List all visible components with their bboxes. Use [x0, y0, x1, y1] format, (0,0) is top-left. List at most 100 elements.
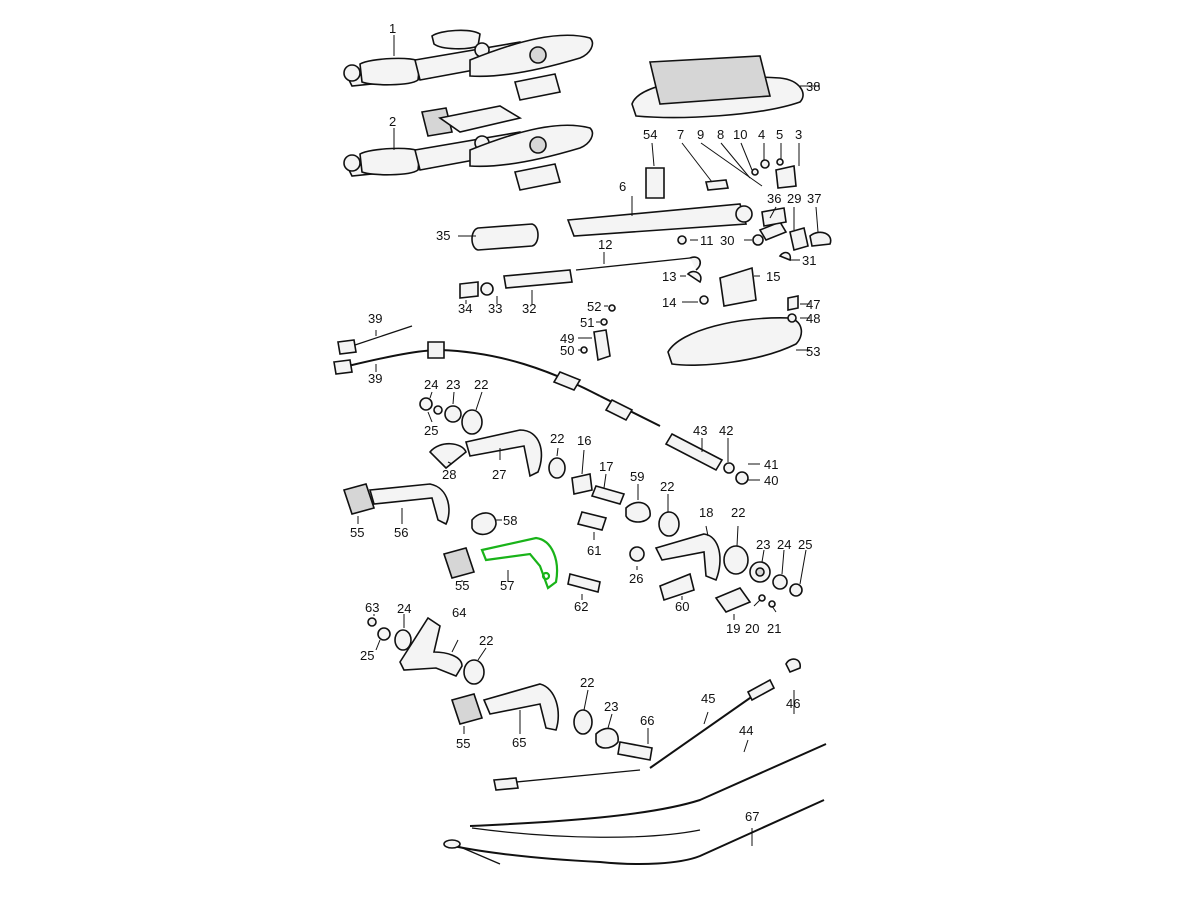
callout-2: 2: [389, 114, 396, 129]
callout-61: 61: [587, 543, 601, 558]
callout-55a: 55: [350, 525, 364, 540]
callout-6: 6: [619, 179, 626, 194]
callout-29: 29: [787, 191, 801, 206]
callout-66: 66: [640, 713, 654, 728]
callout-21: 21: [767, 621, 781, 636]
callout-51: 51: [580, 315, 594, 330]
callout-58: 58: [503, 513, 517, 528]
callout-16: 16: [577, 433, 591, 448]
handbrake-lever-assembly-1: [343, 29, 594, 101]
callout-22a: 22: [474, 377, 488, 392]
lever-cover: [667, 295, 810, 366]
callout-8: 8: [717, 127, 724, 142]
callout-45: 45: [701, 691, 715, 706]
callout-59: 59: [630, 469, 644, 484]
callout-22d: 22: [731, 505, 745, 520]
callout-24b: 24: [777, 537, 791, 552]
callout-24c: 24: [397, 601, 411, 616]
handle-grip: [458, 223, 539, 251]
callout-4: 4: [758, 127, 765, 142]
callout-36: 36: [767, 191, 781, 206]
callout-28: 28: [442, 467, 456, 482]
lever-18-group: [654, 525, 807, 620]
callout-3: 3: [795, 127, 802, 142]
callout-22f: 22: [580, 675, 594, 690]
callout-5: 5: [776, 127, 783, 142]
callout-23b: 23: [756, 537, 770, 552]
callout-43: 43: [693, 423, 707, 438]
callout-1: 1: [389, 21, 396, 36]
rear-cables-group: [443, 658, 827, 865]
callout-49: 49: [560, 331, 574, 346]
callout-38: 38: [806, 79, 820, 94]
callout-9: 9: [697, 127, 704, 142]
callout-47: 47: [806, 297, 820, 312]
callout-65: 65: [512, 735, 526, 750]
callout-25a: 25: [424, 423, 438, 438]
lever-boot: [631, 55, 820, 119]
callout-53: 53: [806, 344, 820, 359]
callout-55b: 55: [455, 578, 469, 593]
callout-17: 17: [599, 459, 613, 474]
brake-cable-group: [333, 325, 760, 485]
callout-14: 14: [662, 295, 676, 310]
lever-tube-group: [566, 142, 832, 262]
callout-10: 10: [733, 127, 747, 142]
handbrake-lever-assembly-2: [343, 105, 594, 191]
pushrod-group: [459, 252, 760, 307]
callout-56: 56: [394, 525, 408, 540]
callout-23a: 23: [446, 377, 460, 392]
callout-31: 31: [802, 253, 816, 268]
callout-22b: 22: [550, 431, 564, 446]
callout-23c: 23: [604, 699, 618, 714]
callout-22c: 22: [660, 479, 674, 494]
callout-19: 19: [726, 621, 740, 636]
callout-22e: 22: [479, 633, 493, 648]
callout-39b: 39: [368, 371, 382, 386]
callout-39a: 39: [368, 311, 382, 326]
callout-11: 11: [700, 233, 714, 248]
callout-67: 67: [745, 809, 759, 824]
callout-26: 26: [629, 571, 643, 586]
callout-labels: 1 2 3 4 5 6 7 8 9 10 11 12 13 14 15 16 1…: [350, 21, 821, 824]
callout-64: 64: [452, 605, 466, 620]
callout-7: 7: [677, 127, 684, 142]
callout-42: 42: [719, 423, 733, 438]
highlighted-part-57: [480, 536, 559, 590]
callout-27: 27: [492, 467, 506, 482]
callout-48: 48: [806, 311, 820, 326]
callout-40: 40: [764, 473, 778, 488]
callout-20: 20: [745, 621, 759, 636]
callout-52: 52: [587, 299, 601, 314]
lever-27-group: [419, 391, 566, 479]
callout-30: 30: [720, 233, 734, 248]
shaft-group-center: [571, 449, 680, 540]
callout-37: 37: [807, 191, 821, 206]
callout-63: 63: [365, 600, 379, 615]
callout-25b: 25: [798, 537, 812, 552]
callout-34: 34: [458, 301, 472, 316]
lever-65-group: [450, 683, 653, 761]
callout-18: 18: [699, 505, 713, 520]
callout-24a: 24: [424, 377, 438, 392]
callout-57: 57: [500, 578, 514, 593]
callout-33: 33: [488, 301, 502, 316]
callout-13: 13: [662, 269, 676, 284]
clip-group: [578, 304, 616, 362]
pins-group: [567, 546, 695, 602]
callout-32: 32: [522, 301, 536, 316]
callout-35: 35: [436, 228, 450, 243]
callout-25c: 25: [360, 648, 374, 663]
lever-64-group: [367, 614, 487, 685]
callout-41: 41: [764, 457, 778, 472]
callout-54: 54: [643, 127, 657, 142]
callout-62: 62: [574, 599, 588, 614]
callout-12: 12: [598, 237, 612, 252]
lever-56-group: [342, 483, 450, 526]
callout-55c: 55: [456, 736, 470, 751]
callout-44: 44: [739, 723, 753, 738]
callout-15: 15: [766, 269, 780, 284]
bracket-57-group: [442, 512, 559, 590]
callout-46: 46: [786, 696, 800, 711]
